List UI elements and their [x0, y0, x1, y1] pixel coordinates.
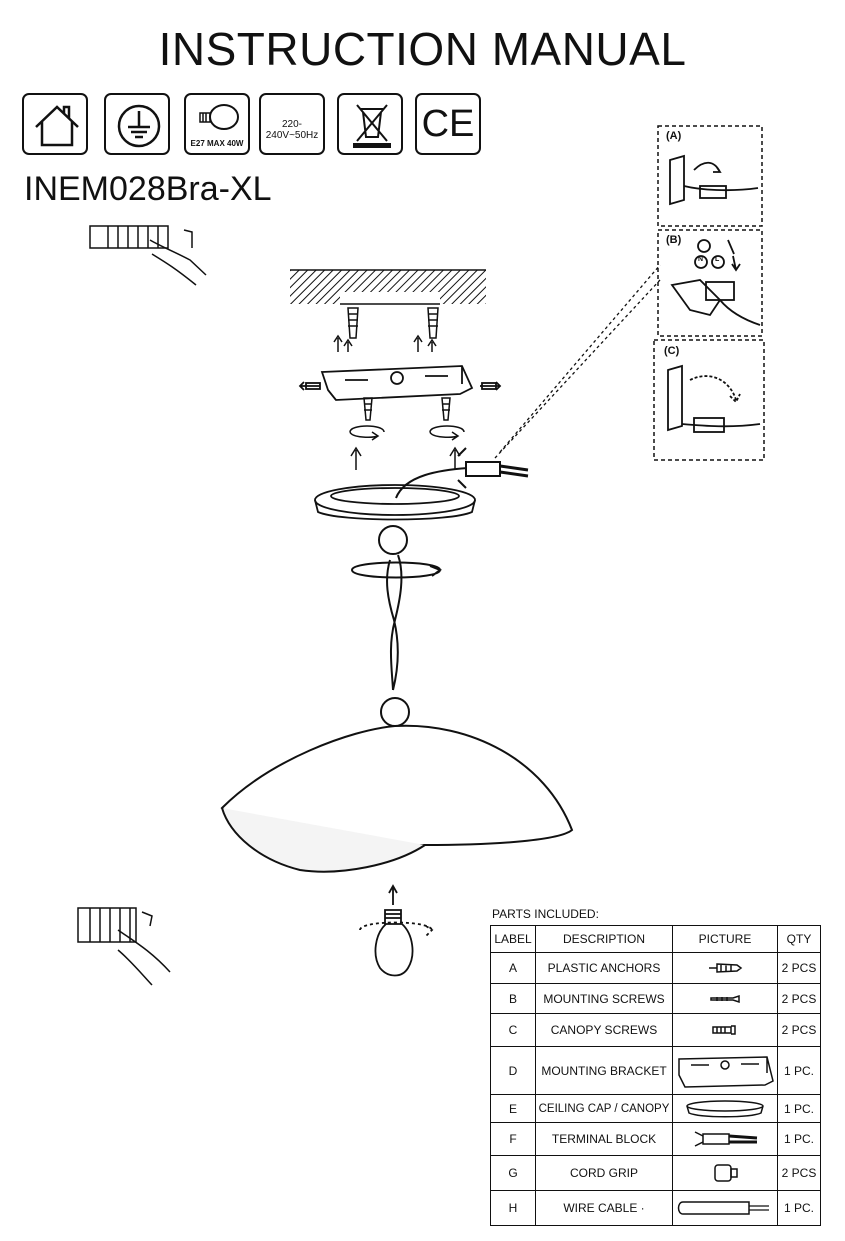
table-row: F TERMINAL BLOCK 1 PC.: [490, 1122, 821, 1156]
weee-bin-icon: [337, 93, 403, 155]
row-label: G: [490, 1155, 536, 1191]
col-qty: QTY: [777, 925, 821, 953]
ce-text: CE: [421, 103, 475, 145]
wiring-step-a: [669, 154, 759, 206]
row-label: A: [490, 952, 536, 984]
row-description: CANOPY SCREWS: [535, 1013, 673, 1047]
parts-header-row: LABEL DESCRIPTION PICTURE QTY: [490, 925, 821, 953]
ceiling-illustration: [290, 269, 486, 305]
canopy-screw-icon: [672, 1013, 778, 1047]
row-description: CEILING CAP / CANOPY: [535, 1094, 673, 1123]
parts-table: LABEL DESCRIPTION PICTURE QTY A PLASTIC …: [490, 925, 821, 1226]
row-qty: 2 PCS: [777, 1155, 821, 1191]
table-row: A PLASTIC ANCHORS 2 PCS: [490, 952, 821, 984]
row-label: E: [490, 1094, 536, 1123]
table-row: G CORD GRIP 2 PCS: [490, 1155, 821, 1191]
wiring-steps: [653, 125, 765, 461]
table-row: H WIRE CABLE · 1 PC.: [490, 1190, 821, 1226]
lamp-shade: [220, 724, 574, 873]
chain: [351, 525, 443, 727]
canopy-screws: [349, 397, 465, 470]
table-row: E CEILING CAP / CANOPY 1 PC.: [490, 1094, 821, 1123]
row-qty: 1 PC.: [777, 1122, 821, 1156]
row-label: B: [490, 983, 536, 1014]
step-c-label: (C): [664, 345, 680, 357]
indoor-use-icon: [22, 93, 88, 155]
table-row: B MOUNTING SCREWS 2 PCS: [490, 983, 821, 1014]
canopy-icon: [672, 1094, 778, 1123]
plastic-anchors: [333, 307, 439, 352]
hand-terminal-illustration-top: [89, 225, 207, 286]
step-b-label: (B): [666, 234, 682, 246]
row-qty: 2 PCS: [777, 952, 821, 984]
row-description: PLASTIC ANCHORS: [535, 952, 673, 984]
terminal-block-icon: [672, 1122, 778, 1156]
row-qty: 1 PC.: [777, 1190, 821, 1226]
row-qty: 1 PC.: [777, 1046, 821, 1095]
wiring-step-b: [670, 239, 761, 326]
neutral-label: N: [698, 256, 704, 263]
wire-cable-icon: [672, 1190, 778, 1226]
manual-title: INSTRUCTION MANUAL: [158, 23, 687, 75]
col-label: LABEL: [490, 925, 536, 953]
row-label: C: [490, 1013, 536, 1047]
anchor-icon: [672, 952, 778, 984]
bracket-icon: [672, 1046, 778, 1095]
callout-lines: [494, 264, 661, 459]
bulb-spec-text: E27 MAX 40W: [190, 139, 244, 148]
step-a-label: (A): [666, 130, 682, 142]
voltage-text: 220-240V~50Hz: [265, 119, 319, 141]
canopy: [314, 484, 476, 521]
cord-grip-icon: [672, 1155, 778, 1191]
row-label: H: [490, 1190, 536, 1226]
bulb-icon: E27 MAX 40W: [184, 93, 250, 155]
row-description: WIRE CABLE ·: [535, 1190, 673, 1226]
voltage-icon: 220-240V~50Hz: [259, 93, 325, 155]
ground-icon: [104, 93, 170, 155]
table-row: C CANOPY SCREWS 2 PCS: [490, 1013, 821, 1047]
row-description: TERMINAL BLOCK: [535, 1122, 673, 1156]
screw-icon: [672, 983, 778, 1014]
row-qty: 1 PC.: [777, 1094, 821, 1123]
model-number: INEM028Bra-XL: [24, 170, 272, 208]
live-label: L: [715, 256, 720, 263]
wire-terminal-block: [395, 447, 529, 499]
table-row: D MOUNTING BRACKET 1 PC.: [490, 1046, 821, 1095]
row-description: CORD GRIP: [535, 1155, 673, 1191]
row-label: F: [490, 1122, 536, 1156]
row-label: D: [490, 1046, 536, 1095]
row-qty: 2 PCS: [777, 1013, 821, 1047]
wiring-step-c: [667, 364, 761, 433]
row-qty: 2 PCS: [777, 983, 821, 1014]
hand-terminal-illustration-bottom: [77, 907, 171, 986]
parts-title: PARTS INCLUDED:: [492, 907, 599, 921]
col-description: DESCRIPTION: [535, 925, 673, 953]
mounting-bracket: [298, 365, 502, 401]
col-picture: PICTURE: [672, 925, 778, 953]
ce-mark-icon: CE: [415, 93, 481, 155]
row-description: MOUNTING BRACKET: [535, 1046, 673, 1095]
row-description: MOUNTING SCREWS: [535, 983, 673, 1014]
light-bulb: [359, 884, 434, 977]
